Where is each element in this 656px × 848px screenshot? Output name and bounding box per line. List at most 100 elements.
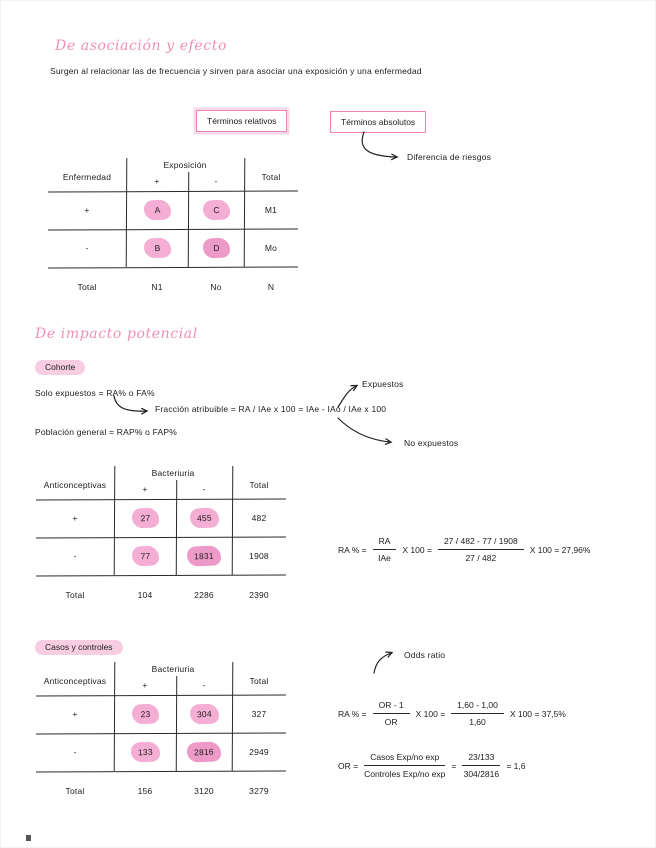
fraction-numerator: 23/133 (462, 752, 501, 766)
table-cell: C (188, 191, 244, 229)
table-cell: 104 (137, 590, 153, 600)
case-control-table-bacteriuria: Anticonceptivas Bacteriuria + - Total + … (35, 661, 287, 808)
table-cell: 482 (251, 513, 267, 523)
table-cell: B (126, 229, 188, 267)
highlight-blob: 304 (189, 703, 219, 725)
table-cell: 27 (114, 499, 176, 537)
table-cell: 3120 (194, 786, 214, 796)
arrow-down-right-icon (361, 131, 410, 164)
row-label: + (72, 513, 78, 523)
col-total-label: Total (261, 172, 281, 182)
table-cell: 1831 (176, 537, 232, 575)
fraction-numerator: RA (372, 536, 397, 550)
fraction-denominator: 27 / 482 (465, 553, 497, 563)
table-cell: 2816 (176, 733, 232, 771)
formula-rhs: X 100 = 37,5% (509, 708, 566, 719)
table-cell: A (126, 191, 188, 229)
col-plus-label: + (154, 175, 160, 186)
highlight-blob: 133 (130, 741, 160, 763)
poblacion-general-text: Población general = RAP% o FAP% (35, 427, 178, 437)
table-cell: 156 (137, 786, 153, 796)
fraction: 1,60 - 1,00 1,60 (451, 700, 504, 727)
row-label: + (72, 709, 78, 719)
row-axis-label: Anticonceptivas (43, 480, 107, 490)
fraction-numerator: Casos Exp/no exp (364, 752, 446, 766)
col-group-label: Bacteriuria (151, 467, 195, 478)
section-title-asociacion: De asociación y efecto (55, 38, 228, 54)
casos-controles-label: Casos y controles (35, 640, 123, 655)
row-label: - (73, 747, 77, 757)
cell-value: 133 (137, 746, 153, 758)
fraction-denominator: 1,60 (469, 717, 486, 727)
col-plus-label: + (142, 679, 148, 690)
solo-expuestos-text: Solo expuestos = RA% o FA% (35, 388, 155, 398)
fraction-numerator: 1,60 - 1,00 (451, 700, 504, 714)
highlight-blob: 77 (131, 545, 159, 567)
contingency-table-exposicion: Enfermedad Exposición + - Total + A C M1… (47, 157, 299, 304)
table-cell: 1908 (249, 551, 269, 561)
table-cell: D (188, 229, 244, 267)
cohort-table-bacteriuria: Anticonceptivas Bacteriuria + - Total + … (35, 465, 287, 612)
page-corner-mark (26, 835, 31, 841)
col-plus-label: + (142, 483, 148, 494)
cell-value: 2816 (193, 746, 215, 758)
table-cell: 304 (176, 695, 232, 733)
table-cell: Mo (264, 243, 278, 253)
arrow-up-right-icon (373, 648, 400, 674)
row-axis-label: Enfermedad (62, 172, 112, 182)
fraccion-atribuible-formula: Fracción atribuible = RA / IAe x 100 = I… (155, 404, 387, 414)
cohorte-label: Cohorte (35, 360, 86, 375)
col-group-label: Bacteriuria (151, 663, 195, 674)
row-label: - (85, 243, 89, 253)
table-cell: 77 (114, 537, 176, 575)
cell-value: 455 (196, 512, 212, 524)
expuestos-label: Expuestos (362, 379, 404, 389)
col-total-label: Total (249, 676, 269, 686)
formula-mid: X 100 = (402, 544, 432, 555)
table-cell: N1 (151, 282, 163, 292)
highlight-blob: C (202, 199, 230, 221)
table-cell: 23 (114, 695, 176, 733)
formula-mid: X 100 = (415, 708, 446, 719)
highlight-blob: 455 (189, 507, 219, 529)
arrow-up-right-icon (337, 380, 364, 408)
formula-lhs: OR = (338, 760, 359, 771)
fraction-numerator: 27 / 482 - 77 / 1908 (437, 536, 524, 550)
fraction: RA IAe (372, 536, 397, 563)
table-cell: 327 (251, 709, 267, 719)
fraction-denominator: 304/2816 (463, 769, 500, 779)
cell-value: 304 (196, 708, 212, 720)
col-minus-label: - (214, 175, 218, 186)
fraction-denominator: IAe (378, 553, 391, 563)
cell-value: B (153, 242, 161, 254)
arrow-down-right-icon (113, 395, 154, 418)
col-total-label: Total (249, 480, 269, 490)
table-cell: No (210, 282, 222, 292)
highlight-blob: B (143, 237, 171, 259)
cell-value: 77 (139, 550, 151, 562)
fraction-denominator: OR (384, 717, 398, 727)
col-minus-label: - (202, 483, 206, 494)
formula-rhs: X 100 = 27,96% (529, 544, 591, 555)
formula-rhs: = 1,6 (506, 760, 526, 771)
formula-mid: = (451, 760, 457, 771)
box-terminos-absolutos: Términos absolutos (330, 111, 427, 133)
diferencia-de-riesgos-label: Diferencia de riesgos (407, 152, 492, 162)
fraction: 27 / 482 - 77 / 1908 27 / 482 (437, 536, 524, 563)
no-expuestos-label: No expuestos (404, 438, 459, 448)
highlight-blob: 27 (131, 507, 159, 529)
intro-text: Surgen al relacionar las de frecuencia y… (50, 66, 422, 76)
highlight-blob: 1831 (186, 545, 222, 567)
formula-lhs: RA % = (338, 708, 367, 719)
table-cell: 2390 (249, 590, 269, 600)
cell-value: 1831 (193, 550, 215, 562)
table-cell: 3279 (249, 786, 269, 796)
total-row-label: Total (77, 282, 97, 292)
section-title-impacto: De impacto potencial (35, 326, 198, 342)
table-cell: 455 (176, 499, 232, 537)
